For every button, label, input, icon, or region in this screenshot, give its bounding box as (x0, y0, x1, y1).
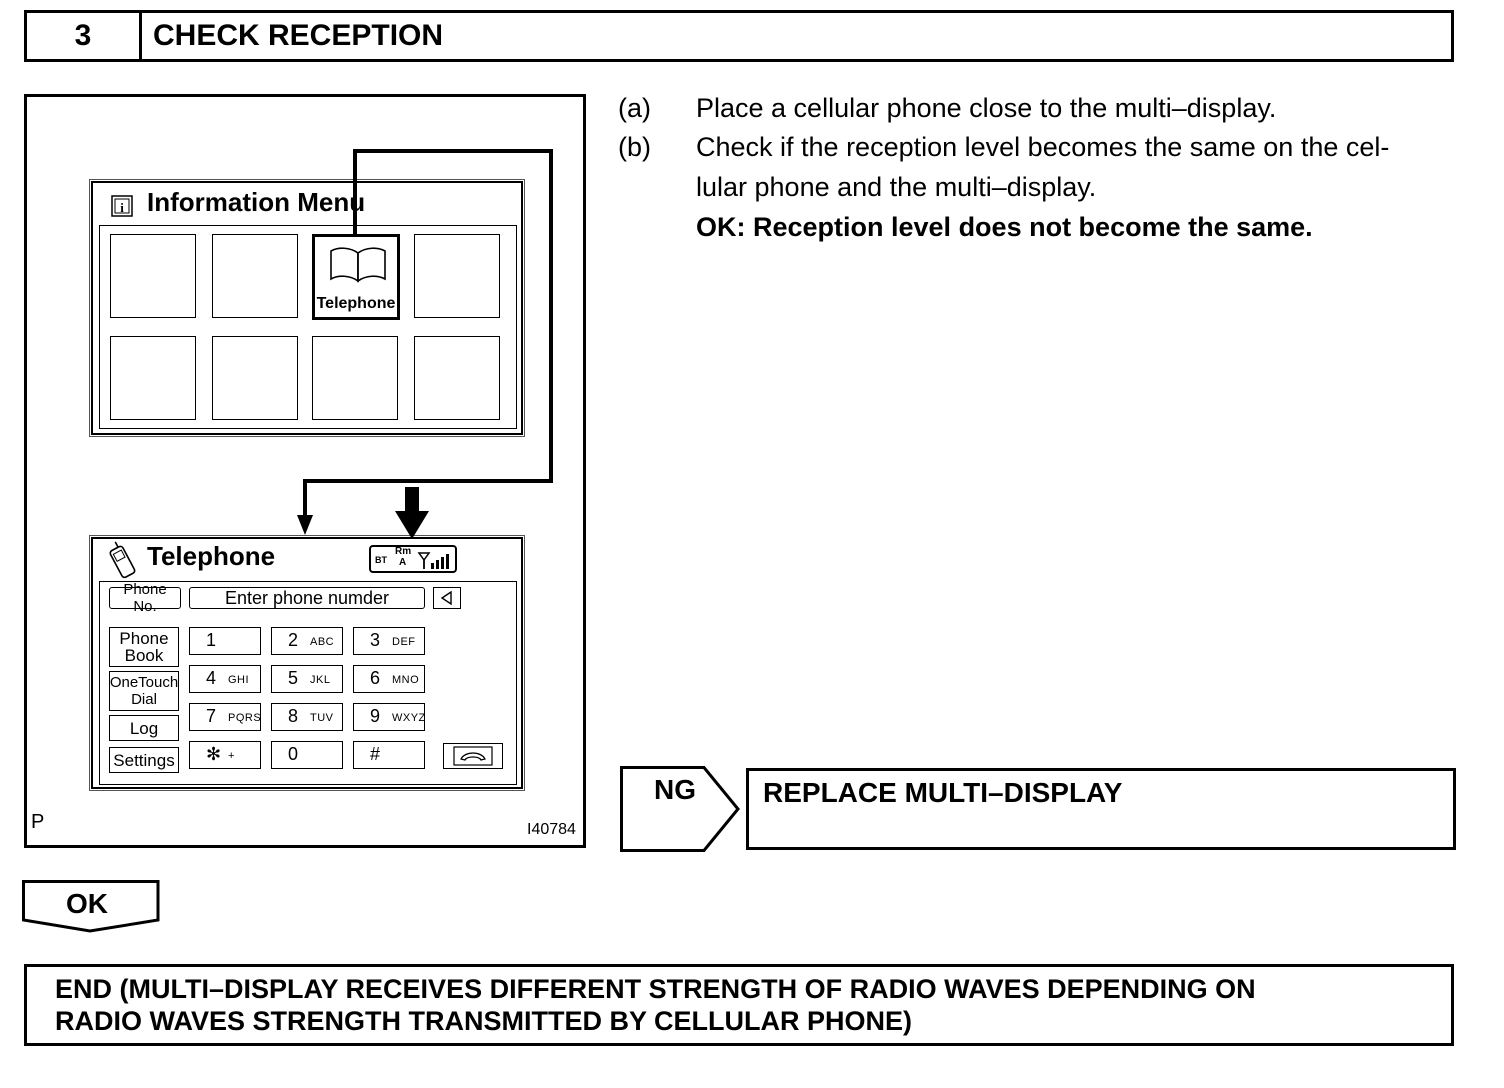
ng-tag-label: NG (654, 774, 696, 805)
keypad-key-digit: ✻ (206, 744, 222, 764)
instruction-b-text-1: Check if the reception level becomes the… (696, 132, 1390, 162)
end-text: END (MULTI–DISPLAY RECEIVES DIFFERENT ST… (55, 973, 1256, 1037)
menu-tile[interactable] (212, 234, 298, 318)
keypad-key-letters: PQRS (228, 712, 262, 724)
down-arrow-head (395, 511, 429, 539)
keypad-key-letters: WXYZ (392, 712, 426, 724)
cellphone-icon (109, 541, 136, 579)
keypad-key-letters: DEF (392, 636, 416, 648)
keypad-key-digit: 0 (288, 744, 299, 764)
backspace-triangle-icon (440, 590, 452, 606)
a-label: A (399, 557, 407, 568)
instruction-b-text-2: lular phone and the multi–display. (696, 172, 1097, 202)
ng-tag-shape (620, 766, 740, 852)
menu-tile[interactable] (110, 234, 196, 318)
telephone-keypad-frame (99, 581, 517, 785)
ok-tag-shape (22, 880, 160, 933)
keypad-key-digit: 6 (370, 668, 381, 688)
keypad-key[interactable]: # (353, 741, 425, 769)
ok-tag-label: OK (66, 888, 108, 919)
keypad-key-letters: GHI (228, 674, 250, 686)
end-box: END (MULTI–DISPLAY RECEIVES DIFFERENT ST… (24, 964, 1454, 1046)
rm-label: Rm (395, 546, 412, 557)
keypad-key[interactable]: 4 GHI (189, 665, 261, 693)
keypad-key-digit: 1 (206, 630, 217, 650)
keypad-key[interactable]: 5 JKL (271, 665, 343, 693)
telephone-screen-title: Telephone (147, 541, 276, 571)
step-header: 3 CHECK RECEPTION (24, 10, 1454, 62)
keypad-key-letters: ABC (310, 636, 335, 648)
telephone-screen: Telephone BT Rm A Phone No. Enter phone … (91, 537, 523, 789)
menu-tile[interactable] (312, 336, 398, 420)
phone-book-label-2: Book (124, 646, 164, 665)
keypad-key[interactable]: 6 MNO (353, 665, 425, 693)
one-touch-label-2: Dial (131, 691, 157, 708)
svg-text:i: i (120, 200, 124, 215)
menu-tile-telephone[interactable]: Telephone (312, 234, 400, 320)
keypad-key[interactable]: 2 ABC (271, 627, 343, 655)
figure-id: I40784 (527, 821, 576, 838)
menu-tile[interactable] (110, 336, 196, 420)
book-icon (330, 247, 386, 283)
menu-tile[interactable] (414, 234, 500, 318)
ng-action-box: REPLACE MULTI–DISPLAY (746, 768, 1456, 850)
phone-number-input[interactable]: Enter phone numder (189, 587, 425, 609)
keypad-key[interactable]: 1 (189, 627, 261, 655)
instruction-b-marker: (b) (618, 132, 651, 162)
phone-book-button[interactable]: Phone Book (109, 627, 179, 667)
keypad-key-letters: TUV (310, 712, 334, 724)
call-button[interactable] (443, 743, 503, 769)
keypad-key-digit: 4 (206, 668, 217, 688)
keypad-key[interactable]: 8 TUV (271, 703, 343, 731)
one-touch-dial-button[interactable]: OneTouch Dial (109, 671, 179, 711)
keypad-key-digit: 7 (206, 706, 217, 726)
keypad-key-digit: 8 (288, 706, 299, 726)
info-icon: i (111, 195, 133, 217)
menu-grid-frame: Telephone (99, 225, 517, 429)
flow-line (303, 149, 553, 517)
keypad-key[interactable]: ✻+ (189, 741, 261, 769)
end-text-line-2: RADIO WAVES STRENGTH TRANSMITTED BY CELL… (55, 1006, 913, 1036)
information-menu-title: Information Menu (147, 187, 366, 217)
instruction-a-marker: (a) (618, 93, 651, 123)
flow-arrows (297, 149, 553, 539)
end-text-line-1: END (MULTI–DISPLAY RECEIVES DIFFERENT ST… (55, 974, 1256, 1004)
step-number: 3 (27, 13, 142, 59)
log-button[interactable]: Log (109, 715, 179, 741)
keypad-key-letters: + (228, 750, 235, 762)
bt-label: BT (375, 555, 387, 565)
handset-icon (453, 746, 493, 766)
keypad-key-letters: JKL (310, 674, 331, 686)
keypad-key[interactable]: 7 PQRS (189, 703, 261, 731)
reception-status-indicator: BT Rm A (369, 545, 457, 573)
one-touch-label-1: OneTouch (109, 674, 179, 691)
keypad-key-digit: # (370, 744, 381, 764)
keypad-key-digit: 5 (288, 668, 299, 688)
keypad-key-letters: MNO (392, 674, 420, 686)
backspace-button[interactable] (433, 587, 461, 609)
down-arrow-shaft (405, 487, 419, 515)
settings-button[interactable]: Settings (109, 747, 179, 773)
flow-arrowhead (297, 515, 313, 535)
keypad-key-digit: 2 (288, 630, 299, 650)
ok-criterion: OK: Reception level does not become the … (696, 212, 1313, 242)
phone-book-label-1: Phone (119, 629, 169, 648)
ng-action-text: REPLACE MULTI–DISPLAY (763, 777, 1123, 808)
telephone-tile-label: Telephone (316, 295, 396, 312)
keypad-key[interactable]: 3 DEF (353, 627, 425, 655)
keypad-key[interactable]: 0 (271, 741, 343, 769)
signal-strength-icon (417, 552, 449, 569)
figure-panel: i Information Menu Telephone (24, 94, 586, 848)
information-menu-screen: i Information Menu Telephone (91, 181, 523, 435)
keypad-key[interactable]: 9 WXYZ (353, 703, 425, 731)
instruction-a-text: Place a cellular phone close to the mult… (696, 93, 1277, 123)
figure-corner-label: P (31, 811, 45, 833)
keypad-key-digit: 3 (370, 630, 381, 650)
menu-tile[interactable] (212, 336, 298, 420)
step-title: CHECK RECEPTION (153, 19, 444, 52)
menu-tile[interactable] (414, 336, 500, 420)
keypad-key-digit: 9 (370, 706, 381, 726)
